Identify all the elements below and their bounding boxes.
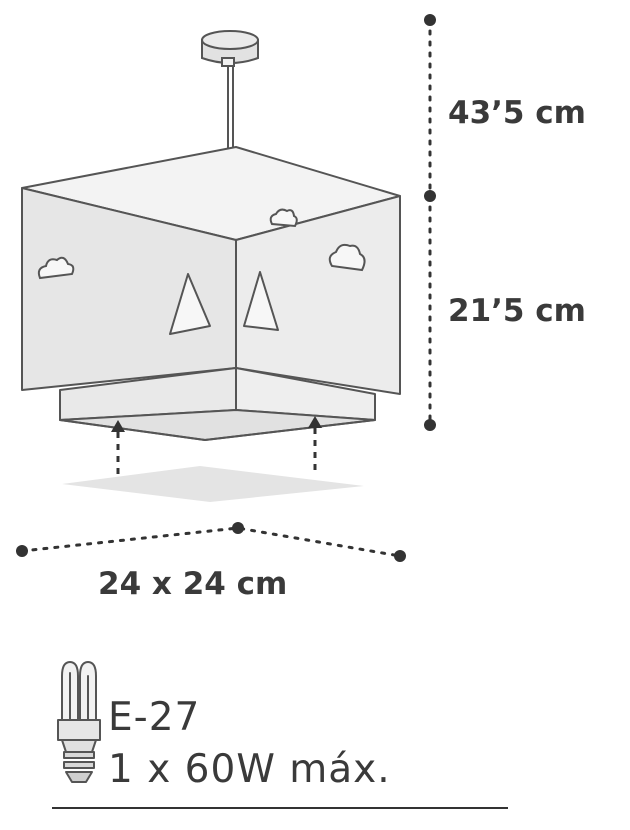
light-arrows xyxy=(116,428,317,476)
cloud-icon xyxy=(269,208,298,228)
ceiling-mount xyxy=(201,30,259,67)
arrow-head-left xyxy=(111,420,125,432)
max-power-label: 1 x 60W máx. xyxy=(108,747,391,792)
suspension-rod xyxy=(227,66,234,152)
height-dimension-line xyxy=(424,14,436,431)
cloud-icon xyxy=(37,256,75,280)
cloud-icon xyxy=(328,243,366,272)
triangle-tree-icon xyxy=(243,271,279,331)
lampshade xyxy=(21,146,401,441)
cfl-bulb-icon xyxy=(57,661,101,783)
light-projection xyxy=(62,466,364,502)
arrow-head-right xyxy=(308,416,322,428)
shade-height-label: 21’5 cm xyxy=(448,293,586,329)
total-height-label: 43’5 cm xyxy=(448,95,586,131)
triangle-tree-icon xyxy=(169,273,211,335)
width-dimension-line xyxy=(16,522,406,562)
socket-type-label: E-27 xyxy=(108,695,200,740)
base-size-label: 24 x 24 cm xyxy=(98,566,287,602)
